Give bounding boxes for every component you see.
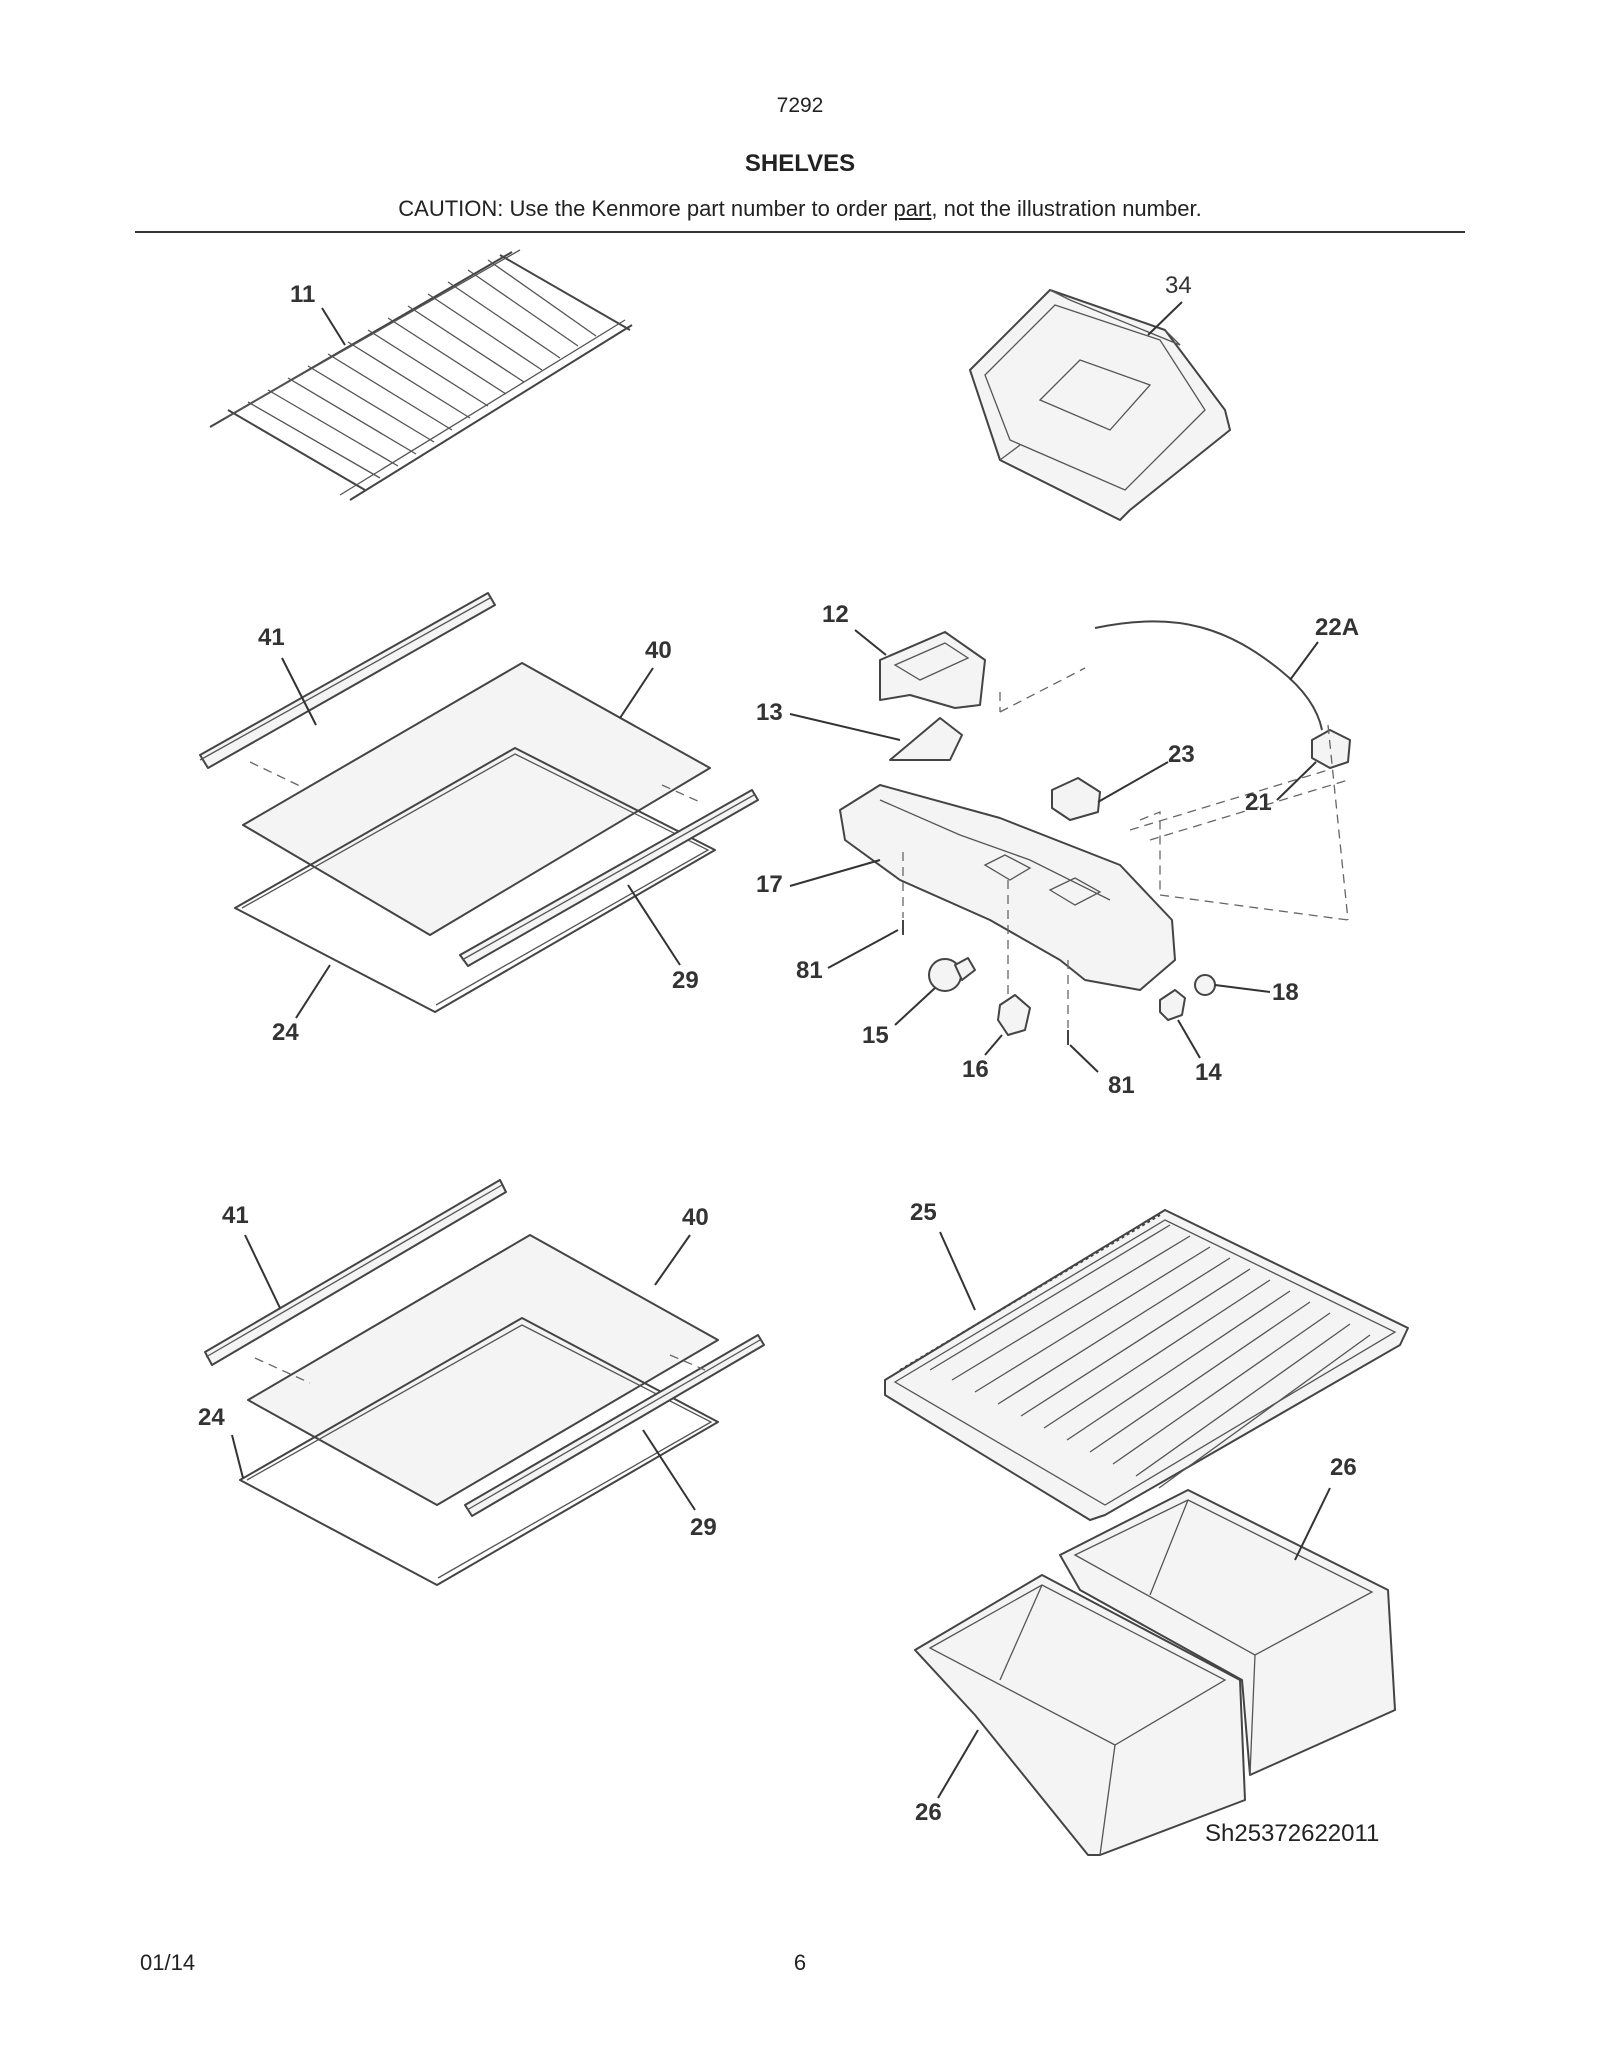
callout-11: 11 [290,281,315,308]
callout-81-right: 81 [1108,1072,1135,1099]
leader-21 [1276,761,1317,801]
leader-18 [1214,984,1271,993]
caution-prefix: CAUTION: Use the Kenmore part number to … [398,196,894,221]
leader-40-bottom [654,1234,691,1286]
leader-11 [321,307,346,346]
glass-shelf-assembly-bottom [204,1179,765,1586]
callout-22A: 22A [1315,614,1359,641]
callout-24-top: 24 [272,1019,299,1046]
model-number: 7292 [776,94,824,117]
callout-40-top: 40 [645,637,672,664]
callout-23: 23 [1168,741,1195,768]
leader-29-bottom [642,1429,696,1511]
leader-24-top [295,964,331,1019]
page-title: SHELVES [744,150,856,177]
leader-34 [1147,301,1183,336]
leader-14 [1177,1019,1201,1059]
callout-15: 15 [862,1022,889,1049]
callout-25: 25 [910,1199,937,1226]
leader-26-left [937,1729,979,1799]
leader-16 [984,1034,1003,1056]
diagram-code: Sh25372622011 [1205,1820,1380,1847]
leader-23 [1097,761,1169,803]
leader-15 [894,987,936,1026]
leader-13 [789,713,901,741]
caution-note: CAUTION: Use the Kenmore part number to … [0,196,1600,222]
caution-underlined: part [893,196,932,221]
leader-41-bottom [244,1234,281,1309]
callout-13: 13 [756,699,783,726]
leader-17 [789,859,881,887]
wire-shelf-part [209,249,633,501]
callout-26-left: 26 [915,1799,942,1826]
leader-25 [939,1231,976,1311]
caution-suffix: , not the illustration number. [931,196,1202,221]
callout-34: 34 [1165,272,1192,299]
leader-24-bottom [231,1434,244,1479]
leader-81-right [1069,1044,1099,1073]
callout-41-bottom: 41 [222,1202,249,1229]
storage-pan-part [969,289,1231,521]
callout-21: 21 [1245,789,1272,816]
callout-26-right: 26 [1330,1454,1357,1481]
callout-18: 18 [1272,979,1299,1006]
callout-12: 12 [822,601,849,628]
callout-29-top: 29 [672,967,699,994]
crisper-drawer-left-part [914,1574,1246,1856]
header-rule [135,231,1465,233]
leader-81-left [827,929,899,969]
leader-40-top [619,667,654,719]
leader-29-top [627,884,681,966]
callout-29-bottom: 29 [690,1514,717,1541]
callout-24-bottom: 24 [198,1404,225,1431]
leader-12 [854,629,887,656]
leader-22A [1289,641,1319,681]
callout-41-top: 41 [258,624,285,651]
callout-40-bottom: 40 [682,1204,709,1231]
crisper-cover-part [884,1209,1409,1521]
leader-26-right [1294,1487,1331,1561]
callout-81-left: 81 [796,957,823,984]
callout-16: 16 [962,1056,989,1083]
callout-14: 14 [1195,1059,1222,1086]
leader-41-top [281,657,317,726]
footer-date: 01/14 [140,1950,196,1975]
light-control-assembly [839,620,1351,1045]
callout-17: 17 [756,871,783,898]
footer-page-number: 6 [793,1950,807,1975]
glass-shelf-assembly-top [199,592,759,1013]
crisper-drawer-right-part [1059,1489,1396,1776]
